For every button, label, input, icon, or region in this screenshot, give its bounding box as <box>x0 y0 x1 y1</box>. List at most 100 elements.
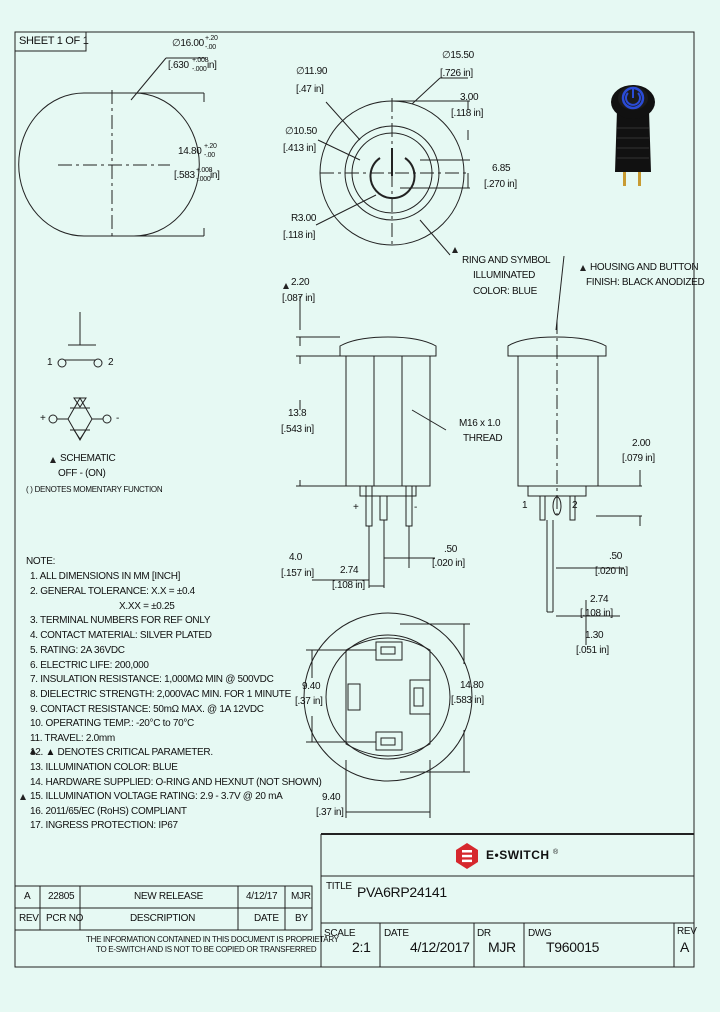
terminal-right-1: 1 <box>522 500 528 511</box>
dim-w050-mm: .50 <box>444 544 458 555</box>
rev-row-rev: A <box>24 891 31 902</box>
thread-label-1: M16 x 1.0 <box>459 418 501 429</box>
dim-top-dia-tol-minus: -.00 <box>205 44 216 51</box>
dim-w274-mm: 2.74 <box>340 565 359 576</box>
note-17: 17. INGRESS PROTECTION: IP67 <box>30 820 178 831</box>
rev-label: REV <box>677 926 697 937</box>
note-10: 10. OPERATING TEMP.: -20°C to 70°C <box>30 718 194 729</box>
drawn-by-value: MJR <box>488 939 516 955</box>
brand-logo-shape <box>456 843 478 869</box>
note-13: 13. ILLUMINATION COLOR: BLUE <box>30 762 178 773</box>
thread-label-2: THREAD <box>463 433 503 444</box>
dim-r050-in: [.020 in] <box>595 566 628 577</box>
rev-row-date: 4/12/17 <box>246 891 278 902</box>
dim-flat-in: [.583 <box>174 170 195 181</box>
note-2: 2. GENERAL TOLERANCE: X.X = ±0.4 <box>30 586 195 597</box>
dim-r274-mm: 2.74 <box>590 594 609 605</box>
bottom-view <box>303 612 473 818</box>
dim-d1190-mm: ∅11.90 <box>296 66 328 77</box>
note-9: 9. CONTACT RESISTANCE: 50mΩ MAX. @ 1A 12… <box>30 704 264 715</box>
dim-flat-in-end: in] <box>210 170 220 181</box>
note-12: 12. ▲ DENOTES CRITICAL PARAMETER. <box>30 747 213 758</box>
sheet-label: SHEET 1 OF 1 <box>19 35 89 47</box>
note-5: 5. RATING: 2A 36VDC <box>30 645 125 656</box>
dim-h138-in: [.543 in] <box>281 424 314 435</box>
brand-name: E•SWITCH <box>486 848 550 862</box>
rev-header-rev: REV <box>19 913 39 924</box>
dim-d1050-mm: ∅10.50 <box>285 126 317 137</box>
rev-row-by: MJR <box>291 891 311 902</box>
dim-h220-mm: 2.20 <box>291 277 310 288</box>
note-16: 16. 2011/65/EC (RoHS) COMPLIANT <box>30 806 187 817</box>
dim-flat-tol-minus: -.00 <box>204 152 215 159</box>
callout-ring-3: COLOR: BLUE <box>473 286 537 297</box>
dim-r200-mm: 2.00 <box>632 438 651 449</box>
title-label: TITLE <box>326 881 352 892</box>
dwg-value: T960015 <box>546 939 600 955</box>
sheet-label-box <box>14 31 87 52</box>
rev-value: A <box>680 939 690 955</box>
dim-b1480-mm: 14.80 <box>460 680 484 691</box>
dim-d685-in: [.270 in] <box>484 179 517 190</box>
terminal-right-2: 2 <box>572 500 578 511</box>
scale-value: 2:1 <box>352 939 371 955</box>
scale-label: SCALE <box>324 928 356 939</box>
note-2b: X.XX = ±0.25 <box>119 601 175 612</box>
dim-r050-mm: .50 <box>609 551 623 562</box>
schematic-pin-1: 1 <box>47 357 53 368</box>
callout-housing-2: FINISH: BLACK ANODIZED <box>586 277 705 288</box>
rev-row-pcr: 22805 <box>48 891 75 902</box>
dim-d300-mm: 3.00 <box>460 92 479 103</box>
callout-ring-2: ILLUMINATED <box>473 270 536 281</box>
schematic-caption-3: ( ) DENOTES MOMENTARY FUNCTION <box>26 485 163 494</box>
dim-r300-in: [.118 in] <box>283 230 316 241</box>
dim-flat-tol-plus: +.20 <box>204 143 217 150</box>
rev-header-pcr: PCR NO <box>46 913 84 924</box>
note-15: 15. ILLUMINATION VOLTAGE RATING: 2.9 - 3… <box>30 791 283 802</box>
note-6: 6. ELECTRIC LIFE: 200,000 <box>30 660 149 671</box>
schematic-minus: - <box>116 413 120 424</box>
dim-top-dia-in-tol-minus: -.000 <box>192 66 207 73</box>
dim-h138-mm: 13.8 <box>288 408 307 419</box>
dim-b940-mm: 9.40 <box>302 681 321 692</box>
rev-header-date: DATE <box>254 913 279 924</box>
dim-h40-in: [.157 in] <box>281 568 314 579</box>
note-4: 4. CONTACT MATERIAL: SILVER PLATED <box>30 630 212 641</box>
dim-top-dia-in: [.630 <box>168 60 189 71</box>
note-1: 1. ALL DIMENSIONS IN MM [INCH] <box>30 571 181 582</box>
title-block-lines <box>320 833 694 967</box>
dim-top-dia-in-tol-plus: +.008 <box>192 57 209 64</box>
side-view-right <box>507 255 642 645</box>
dim-r274-in: [.108 in] <box>580 608 613 619</box>
schematic-symbol <box>48 312 112 442</box>
dim-d1550-in: [.726 in] <box>440 68 473 79</box>
terminal-plus: + <box>353 502 359 513</box>
note-14: 14. HARDWARE SUPPLIED: O-RING AND HEXNUT… <box>30 777 322 788</box>
disclaimer-line-2: TO E-SWITCH AND IS NOT TO BE COPIED OR T… <box>96 945 317 954</box>
dim-h220-in: [.087 in] <box>282 293 315 304</box>
dim-b940b-in: [.37 in] <box>316 807 344 818</box>
top-left-view <box>18 57 206 240</box>
note-3: 3. TERMINAL NUMBERS FOR REF ONLY <box>30 615 211 626</box>
dim-r300-mm: R3.00 <box>291 213 317 224</box>
dim-d1050-in: [.413 in] <box>283 143 316 154</box>
drawn-by-label: DR <box>477 928 491 939</box>
schematic-plus: + <box>40 413 46 424</box>
note-11: 11. TRAVEL: 2.0mm <box>30 733 115 744</box>
dim-flat-mm: 14.80 <box>178 146 202 157</box>
rev-header-by: BY <box>295 913 308 924</box>
dim-d1190-in: [.47 in] <box>296 84 324 95</box>
drawing-title: PVA6RP24141 <box>357 884 447 900</box>
notes-heading: NOTE: <box>26 556 56 567</box>
dim-b1480-in: [.583 in] <box>451 695 484 706</box>
dim-top-dia-in-end: in] <box>207 60 217 71</box>
terminal-minus: - <box>414 502 418 513</box>
side-view-left <box>296 296 447 588</box>
callout-housing-1: HOUSING AND BUTTON <box>590 262 699 273</box>
top-center-view <box>315 77 470 256</box>
dim-r200-in: [.079 in] <box>622 453 655 464</box>
dim-flat-in-tol-plus: +.008 <box>196 167 213 174</box>
dim-d685-mm: 6.85 <box>492 163 511 174</box>
